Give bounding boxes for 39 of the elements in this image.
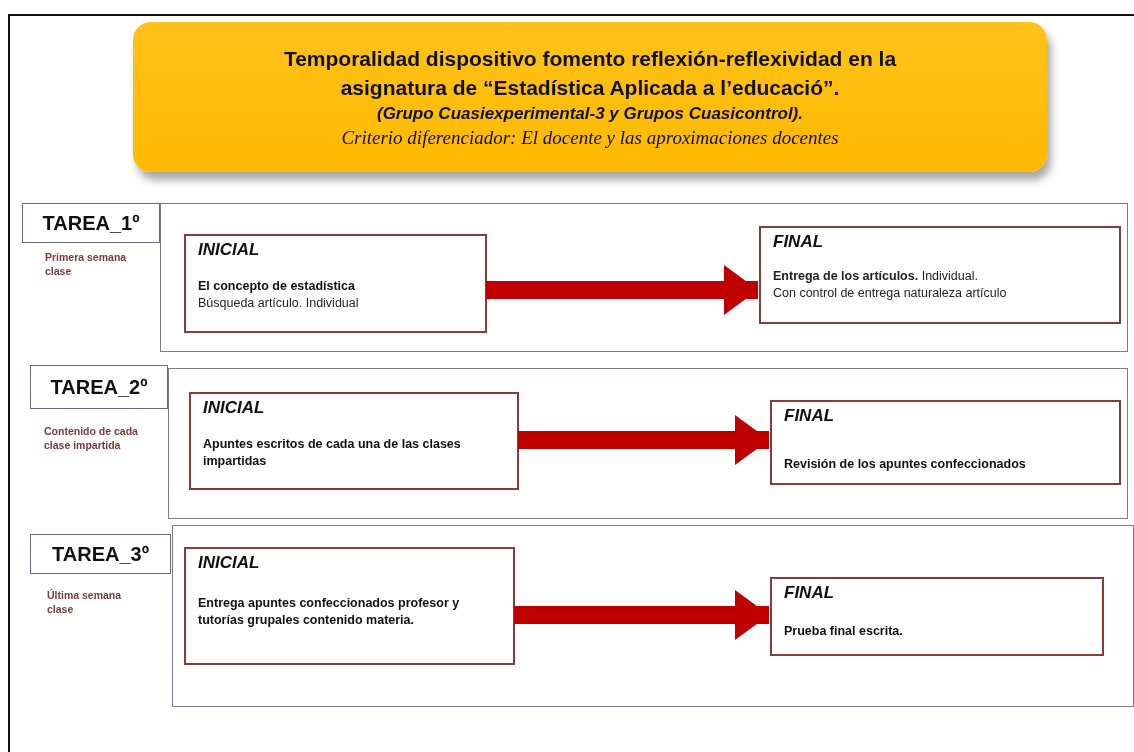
task-label: TAREA_1º — [42, 211, 140, 235]
stage-heading: INICIAL — [198, 553, 261, 573]
stage-description: Revisión de los apuntes confeccionados — [784, 456, 1027, 473]
stage-box — [770, 400, 1121, 485]
stage-heading: FINAL — [784, 583, 836, 603]
stage-box — [189, 392, 519, 490]
block-arrow — [486, 265, 758, 315]
title-banner — [133, 22, 1047, 172]
task-note: Contenido de cada clase impartida — [44, 424, 139, 452]
stage-box — [770, 577, 1104, 656]
stage-description: Entrega de los artículos. Individual. — [773, 268, 979, 285]
title-text: Temporalidad dispositivo fomento reflexión-reflexividad en la asignatura de “Estadística Aplicada a l’educació”. — [282, 46, 898, 101]
stage-box — [184, 547, 515, 665]
block-arrow — [514, 590, 769, 640]
task-panel — [172, 525, 1134, 707]
stage-box — [184, 234, 487, 333]
task-label-box — [30, 365, 168, 409]
stage-description: Entrega apuntes confeccionados profesor y tutorías grupales contenido materia. — [198, 595, 461, 629]
subtitle-text: (Grupo Cuasiexperimental-3 y Grupos Cuasicontrol). — [377, 103, 803, 125]
task-label-box — [30, 534, 171, 574]
stage-description: Con control de entrega naturaleza artículo — [773, 285, 1008, 302]
stage-heading: FINAL — [784, 406, 836, 426]
stage-description: Búsqueda artículo. Individual — [198, 295, 360, 312]
stage-box — [759, 226, 1121, 324]
stage-description: Prueba final escrita. — [784, 623, 904, 640]
task-label-box — [22, 203, 160, 243]
stage-description: El concepto de estadística — [198, 278, 356, 295]
task-panel — [160, 203, 1128, 352]
task-label: TAREA_2º — [50, 375, 148, 399]
task-panel — [168, 368, 1128, 519]
stage-heading: FINAL — [773, 232, 825, 252]
criterion-text: Criterio diferenciador: El docente y las aproximaciones docentes — [341, 126, 839, 150]
stage-heading: INICIAL — [203, 398, 266, 418]
stage-heading: INICIAL — [198, 240, 261, 260]
task-note: Primera semana clase — [45, 250, 128, 278]
task-note: Última semana clase — [47, 588, 123, 616]
block-arrow — [518, 415, 769, 465]
stage-description: Apuntes escritos de cada una de las clases impartidas — [203, 436, 462, 470]
task-label: TAREA_3º — [52, 542, 149, 566]
